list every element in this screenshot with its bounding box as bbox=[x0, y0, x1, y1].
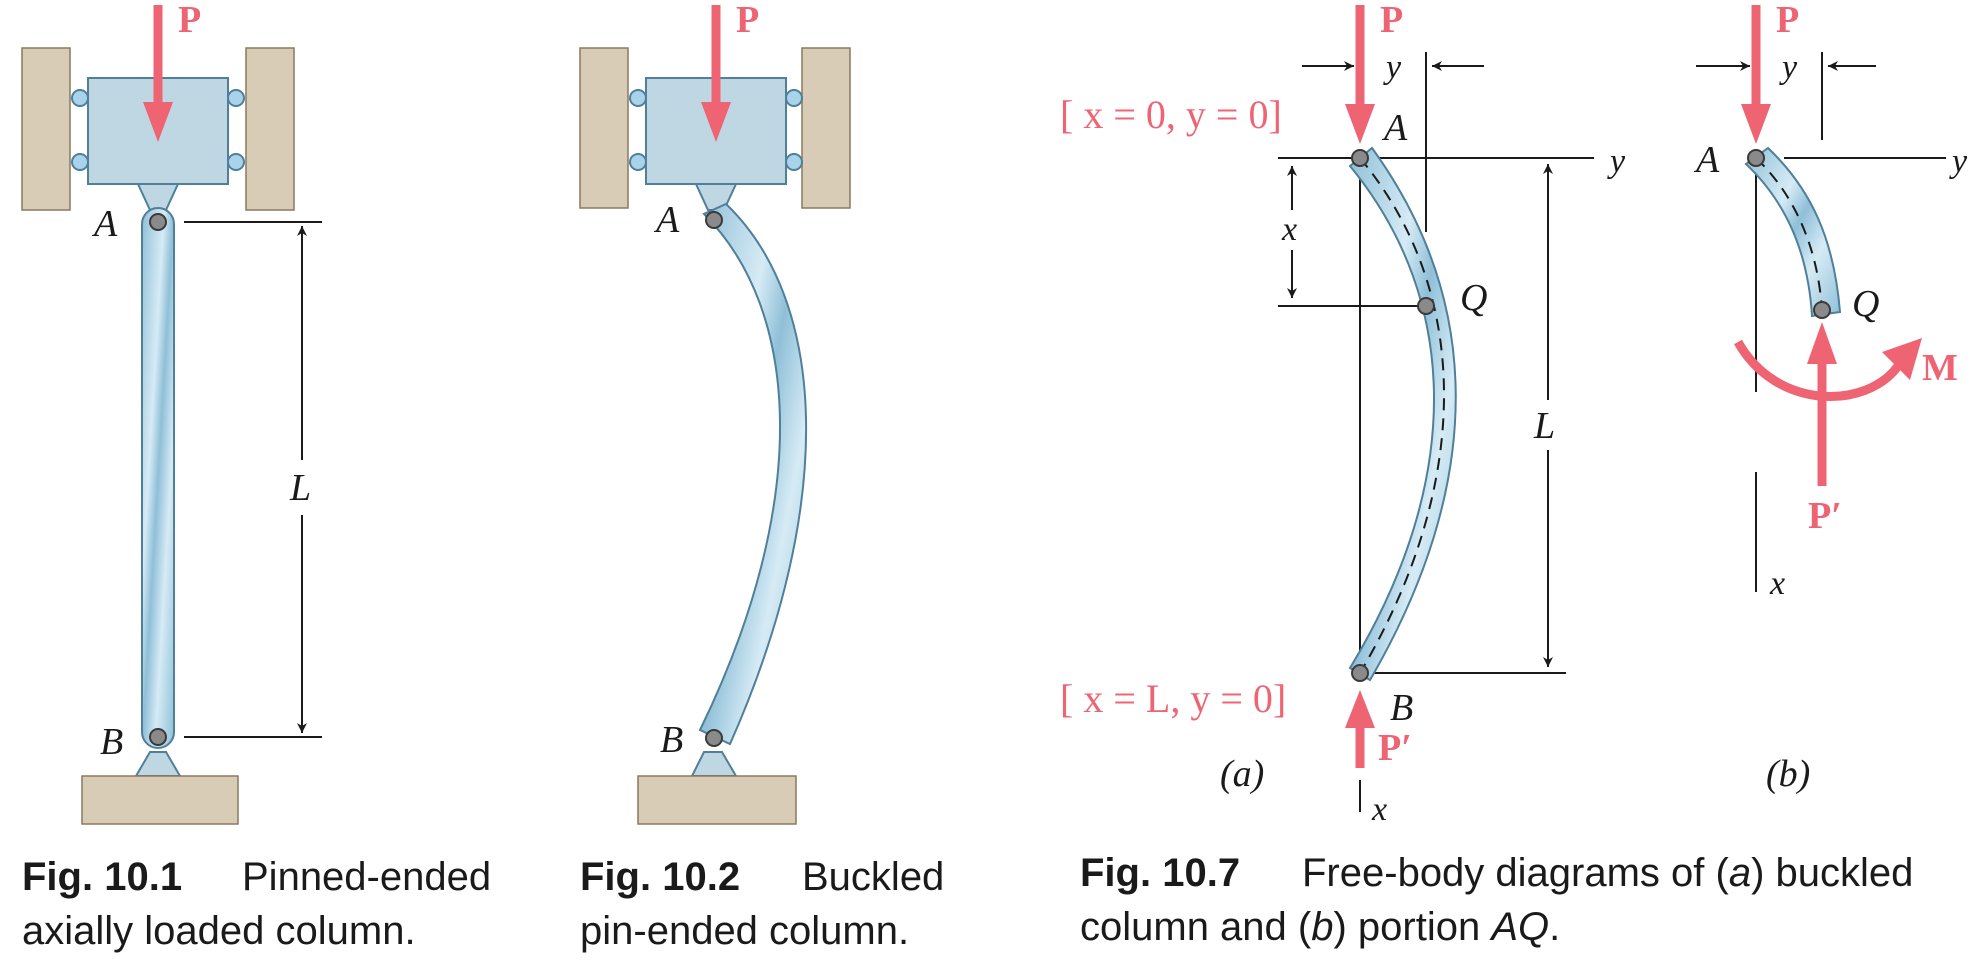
caption-fig-10-2: Fig. 10.2 Buckled pin-ended column. bbox=[580, 855, 944, 953]
caption-text: Pinned-ended bbox=[242, 855, 491, 899]
roller bbox=[71, 89, 89, 107]
load-arrow-head bbox=[1345, 104, 1375, 144]
pin-a bbox=[149, 213, 167, 231]
centerline bbox=[1755, 157, 1823, 311]
right-wall bbox=[245, 47, 295, 211]
subfigure-a-label: (a) bbox=[1220, 753, 1264, 795]
load-label: P bbox=[1776, 0, 1799, 41]
load-arrow-head bbox=[701, 102, 731, 142]
pin-b bbox=[149, 728, 167, 746]
y-dim-label: y bbox=[1383, 49, 1402, 86]
moment-label: M bbox=[1922, 347, 1958, 389]
left-wall bbox=[21, 47, 71, 211]
load-label: P bbox=[736, 0, 759, 41]
buckled-column bbox=[698, 202, 808, 746]
point-q-label: Q bbox=[1852, 283, 1879, 325]
caption-text: Buckled bbox=[802, 855, 944, 899]
buckled-column bbox=[1348, 146, 1457, 682]
reaction-label: P′ bbox=[1378, 727, 1412, 769]
fig-10-7a-diagram: P P′ y x L A Q B y x [ x = 0, y = 0] [ x… bbox=[1060, 0, 1626, 828]
point-a-label: A bbox=[91, 203, 118, 245]
caption-text: pin-ended column. bbox=[580, 909, 909, 953]
reaction-arrow-head bbox=[1345, 690, 1375, 728]
caption-fig-10-7: Fig. 10.7 Free-body diagrams of (a) buck… bbox=[1080, 851, 1913, 949]
caption-number: Fig. 10.2 bbox=[580, 855, 740, 899]
point-a-label: A bbox=[1693, 139, 1720, 181]
pin-q bbox=[1417, 297, 1435, 315]
x-axis-label: x bbox=[1769, 565, 1785, 602]
roller bbox=[629, 153, 647, 171]
top-connector bbox=[694, 183, 738, 211]
pin-a bbox=[1351, 149, 1369, 167]
reaction-label: P′ bbox=[1808, 495, 1842, 537]
moment-arc bbox=[1734, 339, 1902, 401]
pin-q bbox=[1813, 301, 1831, 319]
fig-10-7b-diagram: P P′ M y A Q y x (b) bbox=[1693, 0, 1968, 795]
x-axis-label: x bbox=[1371, 791, 1387, 828]
bottom-connector bbox=[134, 751, 182, 777]
pin-a bbox=[705, 211, 723, 229]
point-b-label: B bbox=[1390, 687, 1413, 729]
load-arrow-head bbox=[143, 102, 173, 142]
bottom-connector bbox=[690, 751, 738, 777]
caption-text: axially loaded column. bbox=[22, 909, 416, 953]
left-wall bbox=[579, 47, 629, 209]
caption-text: column and (b) portion AQ. bbox=[1080, 905, 1560, 949]
caption-text: Free-body diagrams of (a) buckled bbox=[1302, 851, 1913, 895]
roller bbox=[227, 89, 245, 107]
base-support bbox=[637, 775, 797, 825]
fig-10-1-diagram: P A B L bbox=[21, 0, 322, 825]
load-arrow-head bbox=[1741, 104, 1771, 144]
pin-b bbox=[705, 729, 723, 747]
pin-b bbox=[1351, 664, 1369, 682]
fig-10-2-diagram: P A B bbox=[579, 0, 851, 825]
moment-arrow-head bbox=[1882, 338, 1922, 380]
roller bbox=[629, 89, 647, 107]
point-q-label: Q bbox=[1460, 277, 1487, 319]
y-dim-label: y bbox=[1779, 49, 1798, 86]
load-label: P bbox=[1380, 0, 1403, 41]
subfigure-b-label: (b) bbox=[1766, 753, 1810, 795]
base-support bbox=[81, 775, 239, 825]
pin-a bbox=[1747, 149, 1765, 167]
top-connector bbox=[136, 183, 180, 211]
length-label: L bbox=[289, 467, 311, 509]
centerline bbox=[1359, 157, 1445, 674]
caption-number: Fig. 10.1 bbox=[22, 855, 182, 899]
roller bbox=[785, 89, 803, 107]
length-label: L bbox=[1533, 405, 1555, 447]
point-a-label: A bbox=[653, 199, 680, 241]
roller bbox=[71, 153, 89, 171]
roller bbox=[785, 153, 803, 171]
caption-number: Fig. 10.7 bbox=[1080, 851, 1240, 895]
reaction-arrow-head bbox=[1807, 322, 1837, 364]
point-a-label: A bbox=[1381, 107, 1408, 149]
load-label: P bbox=[178, 0, 201, 41]
y-axis-label: y bbox=[1607, 143, 1626, 180]
boundary-condition-bottom: [ x = L, y = 0] bbox=[1060, 676, 1286, 721]
right-wall bbox=[801, 47, 851, 209]
point-b-label: B bbox=[100, 721, 123, 763]
roller bbox=[227, 153, 245, 171]
boundary-condition-top: [ x = 0, y = 0] bbox=[1060, 92, 1282, 137]
straight-column bbox=[141, 207, 175, 749]
x-dim-label: x bbox=[1281, 211, 1297, 248]
portion-aq bbox=[1744, 146, 1842, 318]
y-axis-label: y bbox=[1949, 143, 1968, 180]
caption-fig-10-1: Fig. 10.1 Pinned-ended axially loaded co… bbox=[22, 855, 491, 953]
point-b-label: B bbox=[660, 719, 683, 761]
